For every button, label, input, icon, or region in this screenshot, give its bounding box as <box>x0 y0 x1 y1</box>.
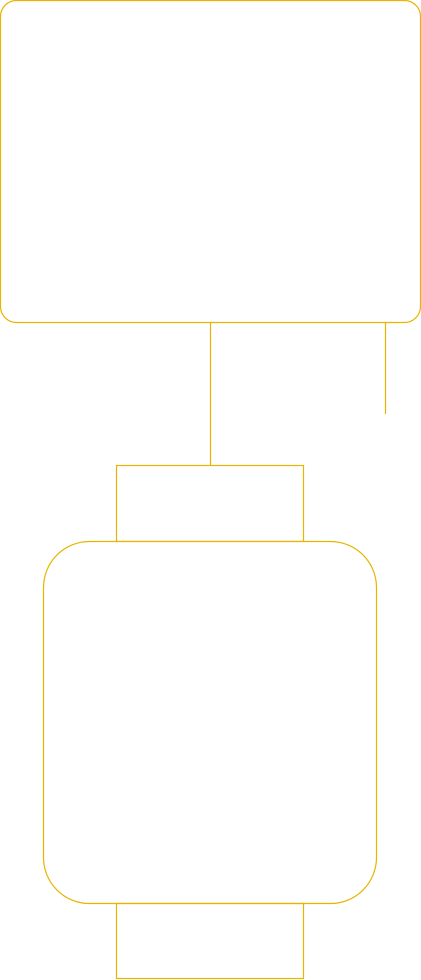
top-rounded-panel <box>0 0 421 324</box>
lower-strap-segment <box>115 902 305 980</box>
rounded-case-body <box>42 540 378 905</box>
upper-strap-segment <box>115 464 305 543</box>
